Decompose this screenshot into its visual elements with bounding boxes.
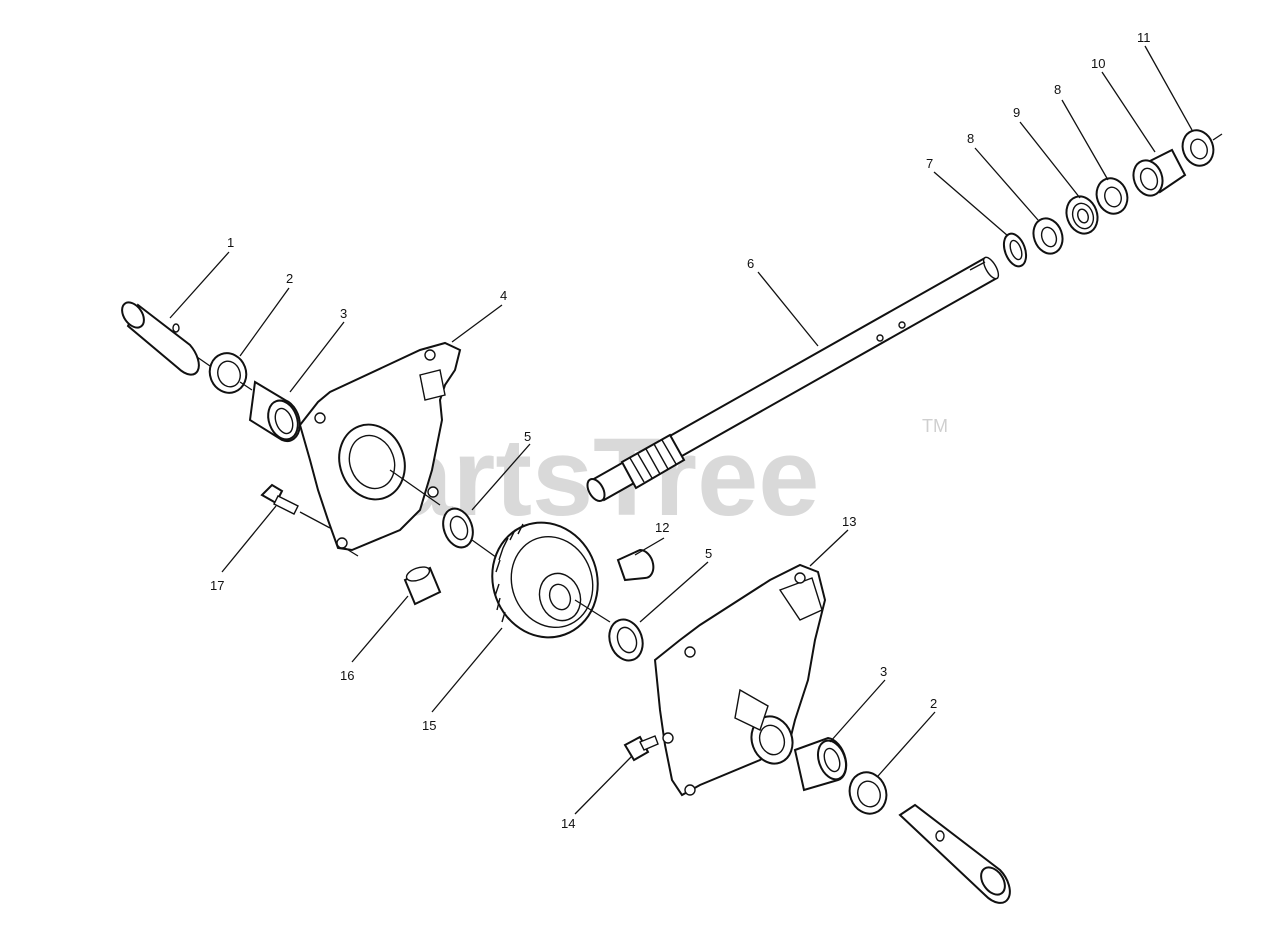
watermark-trademark: TM [922, 416, 948, 436]
callout-17: 17 [210, 578, 224, 593]
callout-2-left: 2 [286, 271, 293, 286]
callout-13: 13 [842, 514, 856, 529]
part-thrust-bearing [1065, 195, 1099, 235]
callout-15: 15 [422, 718, 436, 733]
callout-labels: 1 2 3 4 5 6 7 8 9 8 10 11 12 5 13 17 16 … [210, 30, 1151, 831]
part-retaining-ring [1002, 232, 1028, 268]
callout-8-a: 8 [967, 131, 974, 146]
part-worm-gear [491, 521, 599, 639]
part-washer-right [848, 771, 888, 815]
part-bearing-right [793, 736, 848, 792]
part-thrust-washer-upper [442, 507, 474, 549]
callout-5-lower: 5 [705, 546, 712, 561]
callout-3-left: 3 [340, 306, 347, 321]
callout-9: 9 [1013, 105, 1020, 120]
part-axle-pin-left [121, 301, 200, 376]
callout-14: 14 [561, 816, 575, 831]
callout-11: 11 [1137, 30, 1151, 45]
callout-8-b: 8 [1054, 82, 1061, 97]
callout-4: 4 [500, 288, 507, 303]
leader-lines [169, 45, 1193, 815]
callout-1: 1 [227, 235, 234, 250]
callout-6: 6 [747, 256, 754, 271]
callout-10: 10 [1091, 56, 1105, 71]
callout-2-right: 2 [930, 696, 937, 711]
part-washer-left [208, 352, 248, 394]
part-bolt [260, 483, 299, 515]
part-housing-right [653, 563, 827, 797]
callout-12: 12 [655, 520, 669, 535]
part-washer-8b [1095, 177, 1129, 215]
part-sleeve [403, 566, 442, 606]
part-washer-8a [1032, 217, 1064, 255]
callout-7: 7 [926, 156, 933, 171]
part-thrust-washer-lower [608, 618, 644, 662]
part-washer-11 [1181, 129, 1215, 167]
callout-3-right: 3 [880, 664, 887, 679]
callout-5-upper: 5 [524, 429, 531, 444]
part-bearing-left [248, 380, 301, 442]
part-grease-fitting [623, 735, 659, 762]
part-flanged-bushing [1132, 148, 1187, 197]
part-housing-plate-left [298, 341, 462, 552]
callout-16: 16 [340, 668, 354, 683]
part-axle-pin-right [898, 803, 1011, 904]
part-worm-shaft [586, 256, 1000, 502]
